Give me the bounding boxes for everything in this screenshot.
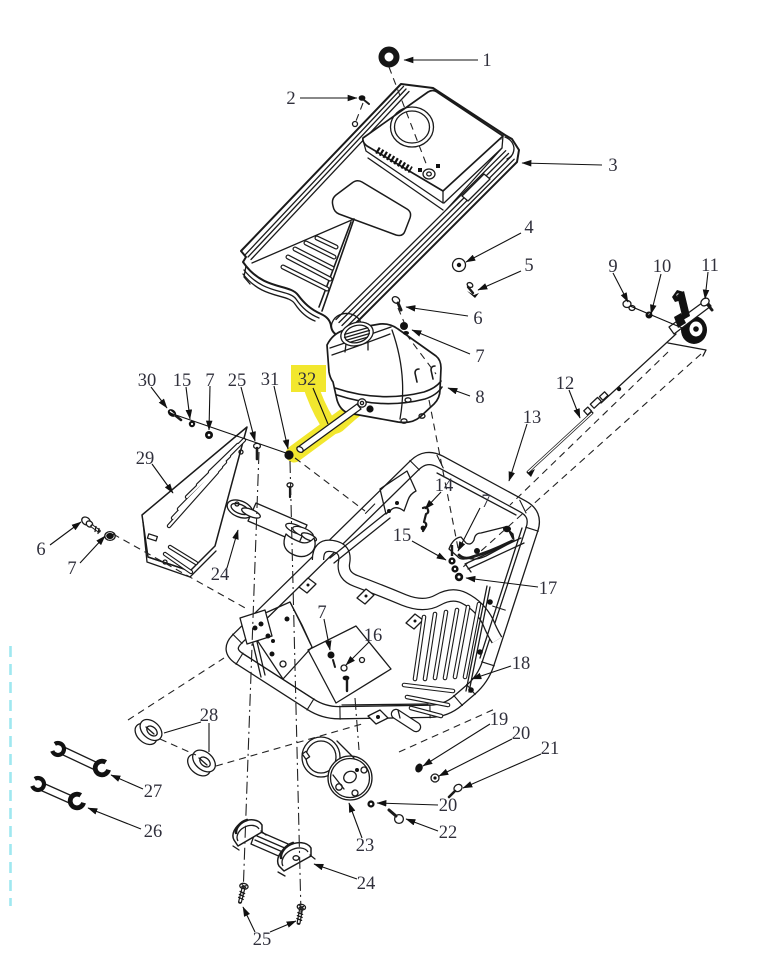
- svg-text:10: 10: [653, 257, 672, 277]
- svg-text:8: 8: [475, 388, 484, 408]
- svg-text:27: 27: [144, 782, 163, 802]
- svg-text:6: 6: [36, 540, 45, 560]
- svg-text:19: 19: [490, 710, 509, 730]
- svg-text:3: 3: [608, 156, 617, 176]
- svg-text:7: 7: [205, 371, 214, 391]
- svg-text:23: 23: [356, 836, 375, 856]
- svg-text:12: 12: [556, 374, 575, 394]
- svg-text:16: 16: [364, 626, 383, 646]
- svg-text:21: 21: [541, 739, 560, 759]
- svg-text:30: 30: [138, 371, 157, 391]
- svg-text:20: 20: [512, 724, 531, 744]
- svg-text:28: 28: [200, 706, 219, 726]
- svg-text:26: 26: [144, 822, 163, 842]
- svg-text:1: 1: [482, 51, 491, 71]
- svg-text:20: 20: [439, 796, 458, 816]
- svg-text:24: 24: [357, 874, 376, 894]
- svg-text:22: 22: [439, 823, 458, 843]
- svg-text:17: 17: [539, 579, 558, 599]
- svg-text:6: 6: [473, 309, 482, 329]
- svg-text:9: 9: [608, 257, 617, 277]
- svg-text:4: 4: [524, 218, 533, 238]
- svg-text:32: 32: [298, 370, 317, 390]
- svg-text:7: 7: [481, 492, 490, 512]
- svg-text:13: 13: [523, 408, 542, 428]
- svg-text:7: 7: [67, 559, 76, 579]
- svg-text:25: 25: [228, 371, 247, 391]
- svg-text:15: 15: [173, 371, 192, 391]
- svg-text:7: 7: [317, 603, 326, 623]
- svg-text:18: 18: [512, 654, 531, 674]
- svg-text:25: 25: [253, 930, 272, 950]
- svg-text:31: 31: [261, 370, 280, 390]
- svg-text:14: 14: [435, 476, 454, 496]
- svg-text:24: 24: [211, 565, 230, 585]
- svg-text:7: 7: [475, 347, 484, 367]
- svg-text:29: 29: [136, 449, 155, 469]
- svg-text:5: 5: [524, 256, 533, 276]
- svg-text:11: 11: [701, 256, 719, 276]
- svg-text:15: 15: [393, 526, 412, 546]
- svg-text:2: 2: [286, 89, 295, 109]
